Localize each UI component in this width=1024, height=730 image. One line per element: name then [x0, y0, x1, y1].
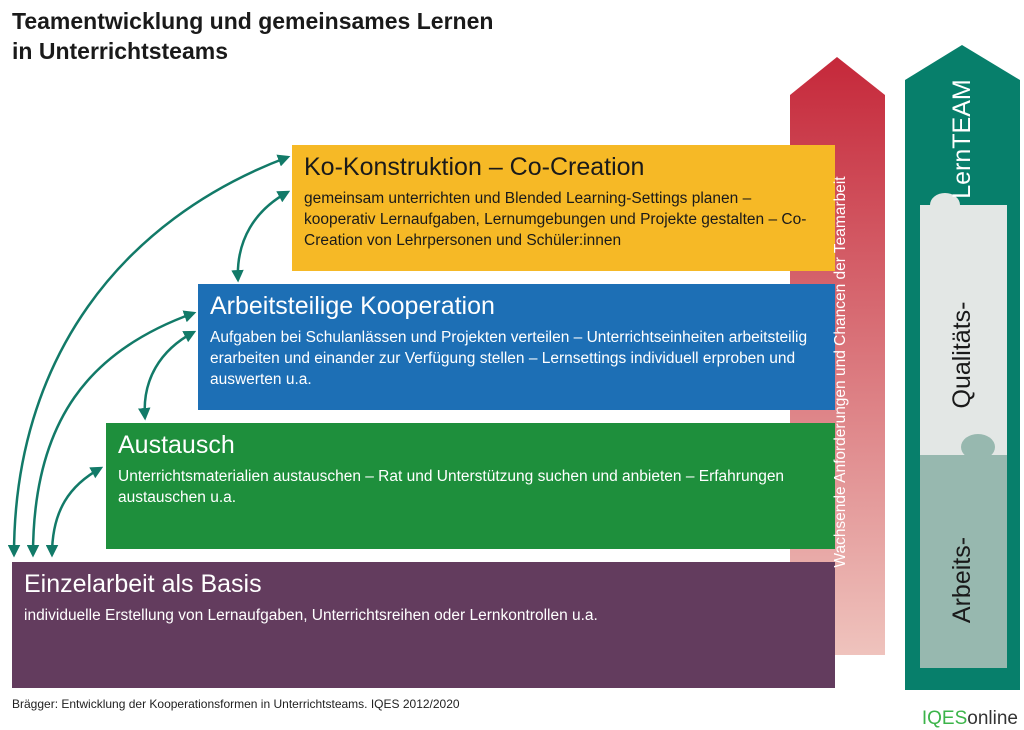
logo-part1: IQES: [921, 708, 968, 729]
red-arrow-label: Wachsende Anforderungen und Chancen der …: [832, 176, 849, 568]
level-exchange: Austausch Unterrichtsmaterialien austaus…: [106, 423, 835, 549]
source-caption: Brägger: Entwicklung der Kooperationsfor…: [12, 697, 460, 711]
puzzle-piece-work: [920, 434, 1007, 668]
level-heading: Einzelarbeit als Basis: [24, 570, 262, 598]
level-heading: Austausch: [118, 431, 235, 459]
level-cocreation: Ko-Konstruktion – Co-Creation gemeinsam …: [292, 145, 835, 271]
quality-label: Qualitäts-: [948, 301, 976, 409]
arrow-basis-to-cooperation: [26, 310, 197, 558]
level-heading: Arbeitsteilige Kooperation: [210, 292, 495, 320]
title-line-1: Teamentwicklung und gemeinsames Lernen: [12, 8, 494, 34]
puzzle-piece-quality: [920, 193, 1007, 455]
level-heading: Ko-Konstruktion – Co-Creation: [304, 153, 645, 181]
lernteam-label: LernTEAM: [948, 79, 976, 199]
logo-part2: online: [967, 708, 1018, 729]
level-text: gemeinsam unterrichten und Blended Learn…: [304, 190, 807, 249]
arrow-exchange-to-cooperation: [137, 330, 197, 421]
arrow-cooperation-to-cocreation: [231, 190, 291, 283]
arrow-basis-to-cocreation: [7, 154, 291, 558]
page-title: Teamentwicklung und gemeinsames Lernen i…: [12, 6, 493, 66]
work-label: Arbeits-: [948, 536, 976, 624]
level-cooperation: Arbeitsteilige Kooperation Aufgaben bei …: [198, 284, 835, 410]
title-line-2: in Unterrichtsteams: [12, 38, 229, 64]
iqes-logo: IQESonline: [922, 708, 1018, 730]
arrow-basis-to-exchange: [45, 466, 104, 558]
level-text: individuelle Erstellung von Lernaufgaben…: [24, 607, 598, 624]
level-individual: Einzelarbeit als Basis individuelle Erst…: [12, 562, 835, 688]
level-text: Aufgaben bei Schulanlässen und Projekten…: [210, 329, 808, 388]
level-text: Unterrichtsmaterialien austauschen – Rat…: [118, 468, 785, 506]
